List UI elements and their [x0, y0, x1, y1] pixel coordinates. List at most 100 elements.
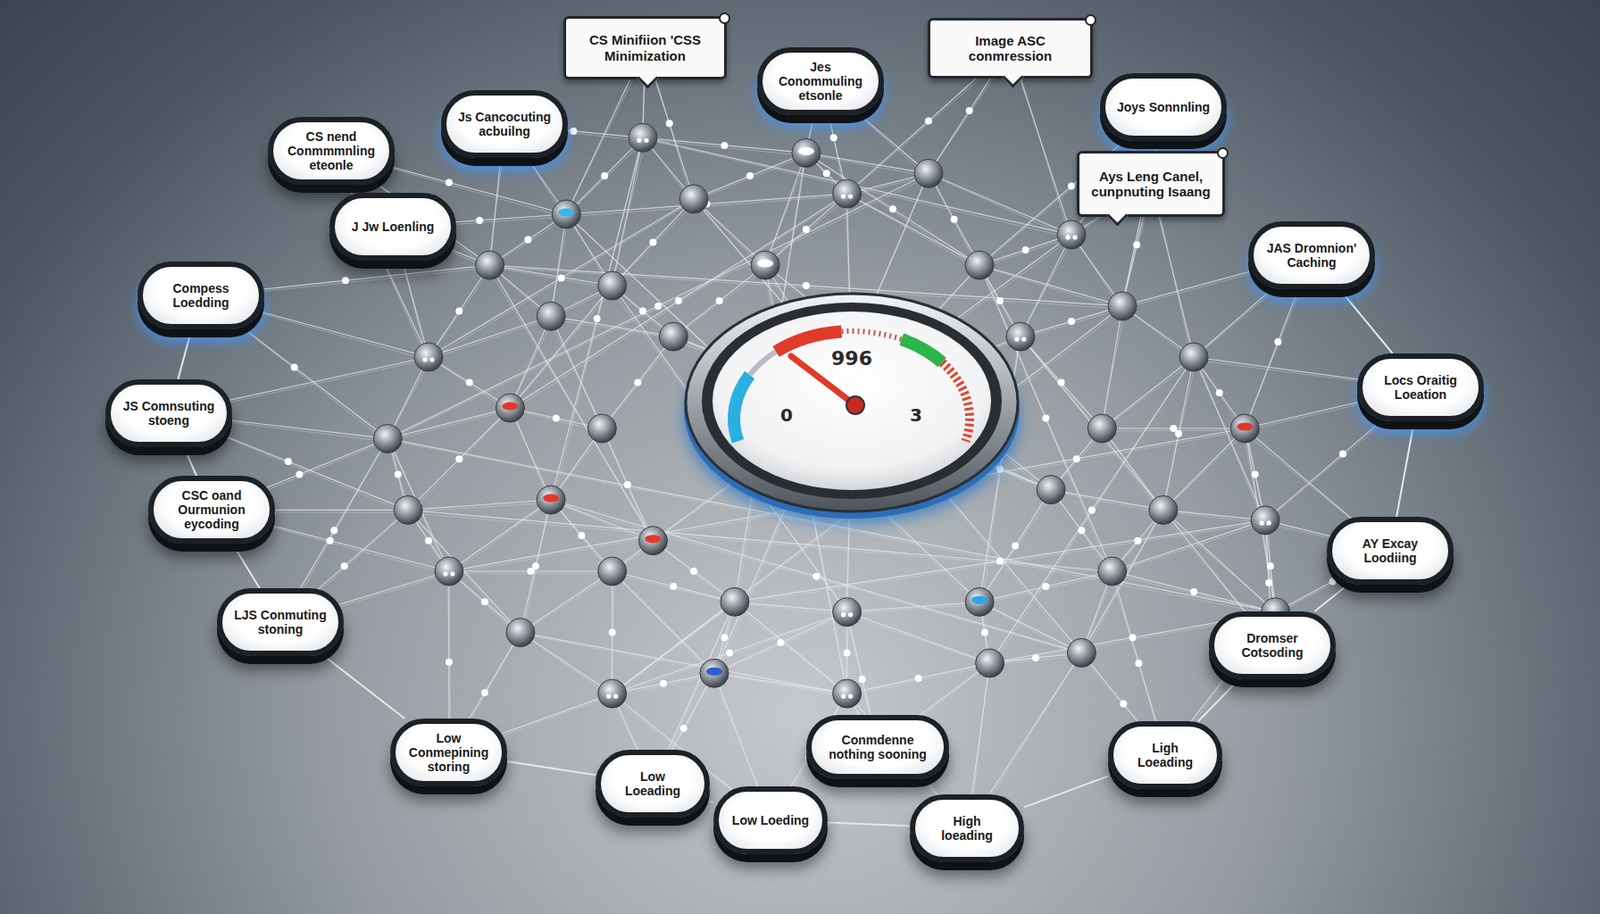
mesh-sphere — [965, 250, 994, 280]
puck-link — [324, 656, 405, 719]
mesh-line — [1100, 308, 1125, 432]
puck-label: Dromser Cotsoding — [1225, 631, 1320, 660]
mesh-line — [549, 318, 676, 339]
mesh-dot — [915, 675, 923, 683]
gauge-arc-green — [901, 339, 942, 363]
label-puck: CS nend Conmmmnling eteonle — [267, 116, 395, 185]
puck-label: Locs Oraitig Loeation — [1373, 373, 1468, 402]
mesh-dot — [830, 133, 838, 142]
mesh-line — [509, 285, 612, 409]
mesh-dot — [1216, 389, 1224, 397]
mesh-dot — [823, 169, 831, 177]
mesh-line — [600, 338, 676, 432]
puck-label: CS nend Conmmmnling eteonle — [283, 129, 379, 173]
mesh-dot — [455, 308, 463, 316]
mesh-dot — [475, 216, 484, 225]
mesh-line — [550, 316, 674, 337]
mesh-line — [550, 500, 1082, 653]
mesh-line — [847, 193, 981, 266]
mesh-line — [650, 236, 1075, 544]
callout-pointer — [1106, 204, 1128, 226]
mesh-dot — [1169, 425, 1177, 433]
gauge-rim — [685, 293, 1018, 512]
mesh-dot — [481, 598, 489, 606]
mesh-sphere — [700, 658, 729, 688]
mesh-sphere — [1108, 291, 1137, 321]
mesh-line — [410, 502, 550, 512]
mesh-sphere — [1036, 475, 1066, 505]
mesh-line — [1163, 509, 1266, 521]
callout-pointer — [636, 66, 659, 89]
puck-label: Ligh Loeading — [1124, 741, 1207, 770]
mesh-dot — [725, 649, 734, 657]
mesh-dot — [858, 675, 867, 684]
mesh-line — [806, 152, 929, 174]
sphere-eye — [1014, 337, 1019, 342]
mesh-dot — [996, 297, 1004, 305]
mesh-sphere — [1006, 322, 1035, 351]
puck-link — [177, 329, 192, 380]
mesh-sphere — [598, 557, 627, 586]
mesh-dot — [889, 205, 897, 213]
sphere-accent — [798, 147, 815, 156]
label-puck: Dromser Cotsoding — [1208, 611, 1336, 680]
mesh-line — [1196, 358, 1264, 524]
mesh-line — [990, 357, 1195, 664]
mesh-line — [520, 571, 613, 634]
label-puck: Low Loeding — [713, 786, 828, 855]
mesh-dot — [1133, 537, 1142, 545]
mesh-sphere — [414, 342, 443, 372]
mesh-dot — [843, 649, 851, 657]
puck-label: AY Excay Loodiing — [1342, 536, 1438, 566]
mesh-dot — [639, 308, 647, 316]
mesh-dot — [624, 481, 632, 489]
mesh-line — [410, 410, 509, 512]
mesh-dot — [445, 179, 453, 187]
mesh-dot — [1041, 583, 1050, 591]
sphere-eye — [422, 357, 427, 362]
mesh-line — [523, 634, 611, 698]
mesh-dot — [608, 629, 617, 637]
mesh-dot — [1129, 633, 1137, 642]
mesh-sphere — [833, 679, 862, 709]
mesh-sphere — [638, 526, 667, 556]
mesh-line — [408, 500, 551, 510]
mesh-dot — [1022, 246, 1030, 254]
mesh-dot — [1266, 562, 1275, 570]
mesh-line — [490, 265, 654, 542]
puck-link — [709, 801, 714, 803]
mesh-line — [387, 438, 450, 572]
mesh-sphere — [1149, 495, 1178, 525]
mesh-line — [1112, 571, 1276, 613]
mesh-sphere — [914, 158, 943, 188]
gauge-scale-number: 3 — [909, 404, 923, 426]
mesh-line — [1050, 490, 1164, 511]
mesh-line — [428, 265, 491, 358]
mesh-line — [1100, 358, 1197, 432]
mesh-sphere — [1066, 638, 1096, 667]
mesh-dot — [649, 238, 657, 246]
mesh-line — [931, 175, 1070, 238]
mesh-dot — [812, 573, 820, 581]
mesh-dot — [1041, 415, 1050, 423]
callout-dot — [1084, 14, 1097, 26]
mesh-line — [847, 663, 991, 694]
callout-box: Ays Leng Canel, cunpnuting Isaang — [1076, 150, 1225, 217]
mesh-dot — [1067, 183, 1075, 191]
mesh-sphere — [475, 250, 505, 280]
puck-link — [1024, 776, 1109, 809]
mesh-line — [512, 409, 600, 432]
label-puck: Joys Sonnnling — [1100, 73, 1227, 142]
sphere-eye — [1266, 520, 1272, 525]
mesh-dot — [466, 379, 474, 387]
mesh-line — [1023, 338, 1162, 513]
mesh-line — [847, 601, 981, 612]
puck-link — [827, 823, 910, 827]
puck-label: CSC oand Ourmunion eycoding — [164, 488, 259, 532]
mesh-sphere — [791, 138, 821, 167]
mesh-dot — [1265, 579, 1273, 587]
mesh-line — [1166, 511, 1264, 524]
mesh-sphere — [1230, 414, 1259, 443]
mesh-dot — [577, 532, 585, 540]
mesh-sphere — [833, 598, 862, 627]
